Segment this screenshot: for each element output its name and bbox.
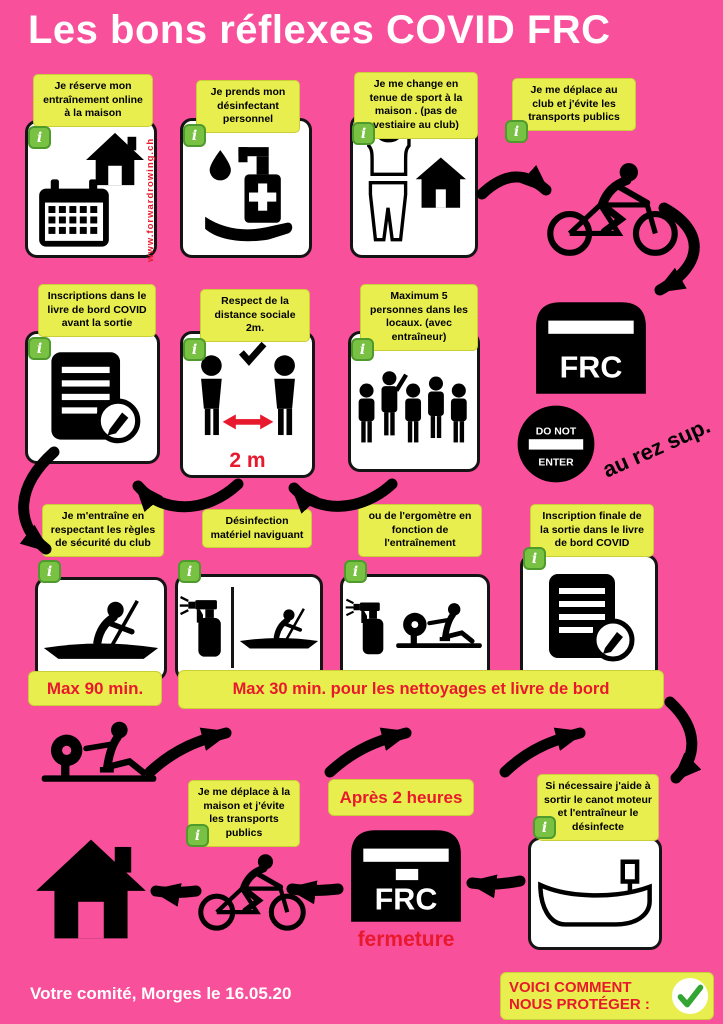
label-reserve-online: Je réserve mon entraînement online à la … — [33, 74, 153, 127]
spray-bottle-icon — [179, 595, 221, 657]
info-icon: i — [344, 560, 367, 583]
arrow-boat-to-garage — [466, 874, 526, 899]
protect-text: VOICI COMMENT NOUS PROTÉGER : — [509, 978, 650, 1013]
cyclist-icon — [547, 163, 678, 256]
banner-max30: Max 30 min. pour les nettoyages et livre… — [178, 670, 664, 709]
info-icon: i — [178, 560, 201, 583]
house-icon — [86, 132, 144, 186]
distance-2m-label: 2 m — [229, 449, 266, 472]
info-icon: i — [523, 547, 546, 570]
spray-bottle-icon — [345, 598, 384, 654]
do-not-label: DO NOT — [536, 426, 577, 437]
distance-content: 2 m — [183, 334, 312, 475]
info-icon: i — [186, 824, 209, 847]
website-url: www.forwardrowing.ch — [145, 137, 156, 262]
box-reserve — [25, 120, 157, 258]
info-icon: i — [183, 124, 206, 147]
logbook-icon — [549, 573, 635, 661]
box-rowing — [35, 577, 167, 681]
poster-title: Les bons réflexes COVID FRC — [28, 8, 611, 52]
arrow-change-to-cyclist — [476, 165, 552, 200]
footer-committee: Votre comité, Morges le 16.05.20 — [30, 984, 292, 1003]
info-icon: i — [28, 337, 51, 360]
banner-max90: Max 90 min. — [28, 671, 162, 706]
au-rez-sup-label: au rez sup. — [598, 412, 714, 483]
fermeture-label: fermeture — [357, 928, 455, 951]
label-motorboat: Si nécessaire j'aide à sortir le canot m… — [537, 774, 659, 841]
ergometer-icon — [41, 721, 157, 782]
sanitizer-icon — [205, 147, 293, 242]
distance-2m-icon — [201, 341, 295, 436]
box-disinfectant — [180, 118, 312, 258]
label-disinfect-boat: Désinfection matériel naviguant — [202, 509, 312, 549]
info-icon: i — [533, 816, 556, 839]
people-group-icon — [358, 370, 467, 442]
label-logbook-before: Inscriptions dans le livre de bord COVID… — [38, 284, 156, 337]
ergometer-small-icon — [396, 602, 482, 648]
label-social-distance: Respect de la distance sociale 2m. — [200, 289, 310, 342]
sport-clothes-icon — [367, 129, 466, 242]
arrow-max5-to-distance — [288, 478, 398, 514]
label-disinfect-erg: ou de l'ergomètre en fonction de l'entra… — [358, 504, 482, 557]
arrow-mid-up — [324, 727, 412, 778]
cyclist-home-icon — [198, 854, 306, 931]
arrow-cyclist-to-home — [150, 883, 202, 907]
label-max5-people: Maximum 5 personnes dans les locaux. (av… — [360, 284, 478, 351]
info-icon: i — [505, 120, 528, 143]
motorboat-icon — [538, 859, 652, 927]
logbook-icon — [50, 351, 140, 443]
arrow-right-up — [499, 727, 586, 778]
protect-box: VOICI COMMENT NOUS PROTÉGER : — [500, 972, 714, 1020]
label-train-safety: Je m'entraîne en respectant les règles d… — [42, 504, 164, 557]
label-disinfectant: Je prends mon désinfectant personnel — [196, 80, 300, 133]
label-travel-to-club: Je me déplace au club et j'évite les tra… — [512, 78, 636, 131]
garage-frc-label: FRC — [375, 883, 438, 917]
arrow-erg-up — [144, 727, 232, 778]
enter-label: ENTER — [538, 458, 574, 469]
info-icon: i — [28, 126, 51, 149]
info-icon: i — [352, 122, 375, 145]
arrow-logfinal-to-boat — [664, 696, 702, 784]
box-logbook-final — [520, 554, 658, 681]
garage-frc-label: FRC — [560, 351, 623, 385]
label-logbook-final: Inscription finale de la sortie dans le … — [530, 504, 654, 557]
box-motorboat — [528, 837, 662, 950]
info-icon: i — [351, 338, 374, 361]
check-icon — [671, 977, 709, 1015]
banner-after-2h: Après 2 heures — [328, 779, 474, 816]
home-icon — [36, 839, 146, 939]
box-disinfect-boat — [175, 574, 323, 681]
calendar-icon — [39, 179, 109, 247]
rower-small-icon — [239, 607, 318, 648]
rower-icon — [43, 599, 159, 659]
garage-fermeture-icon: FRC — [351, 830, 461, 922]
box-disinfect-erg — [340, 574, 490, 681]
garage-frc-icon: FRC — [536, 302, 646, 394]
divider — [230, 587, 234, 668]
info-icon: i — [38, 560, 61, 583]
do-not-enter-icon: DO NOT ENTER — [517, 405, 595, 483]
info-icon: i — [183, 338, 206, 361]
box-reserve-content — [28, 123, 154, 255]
